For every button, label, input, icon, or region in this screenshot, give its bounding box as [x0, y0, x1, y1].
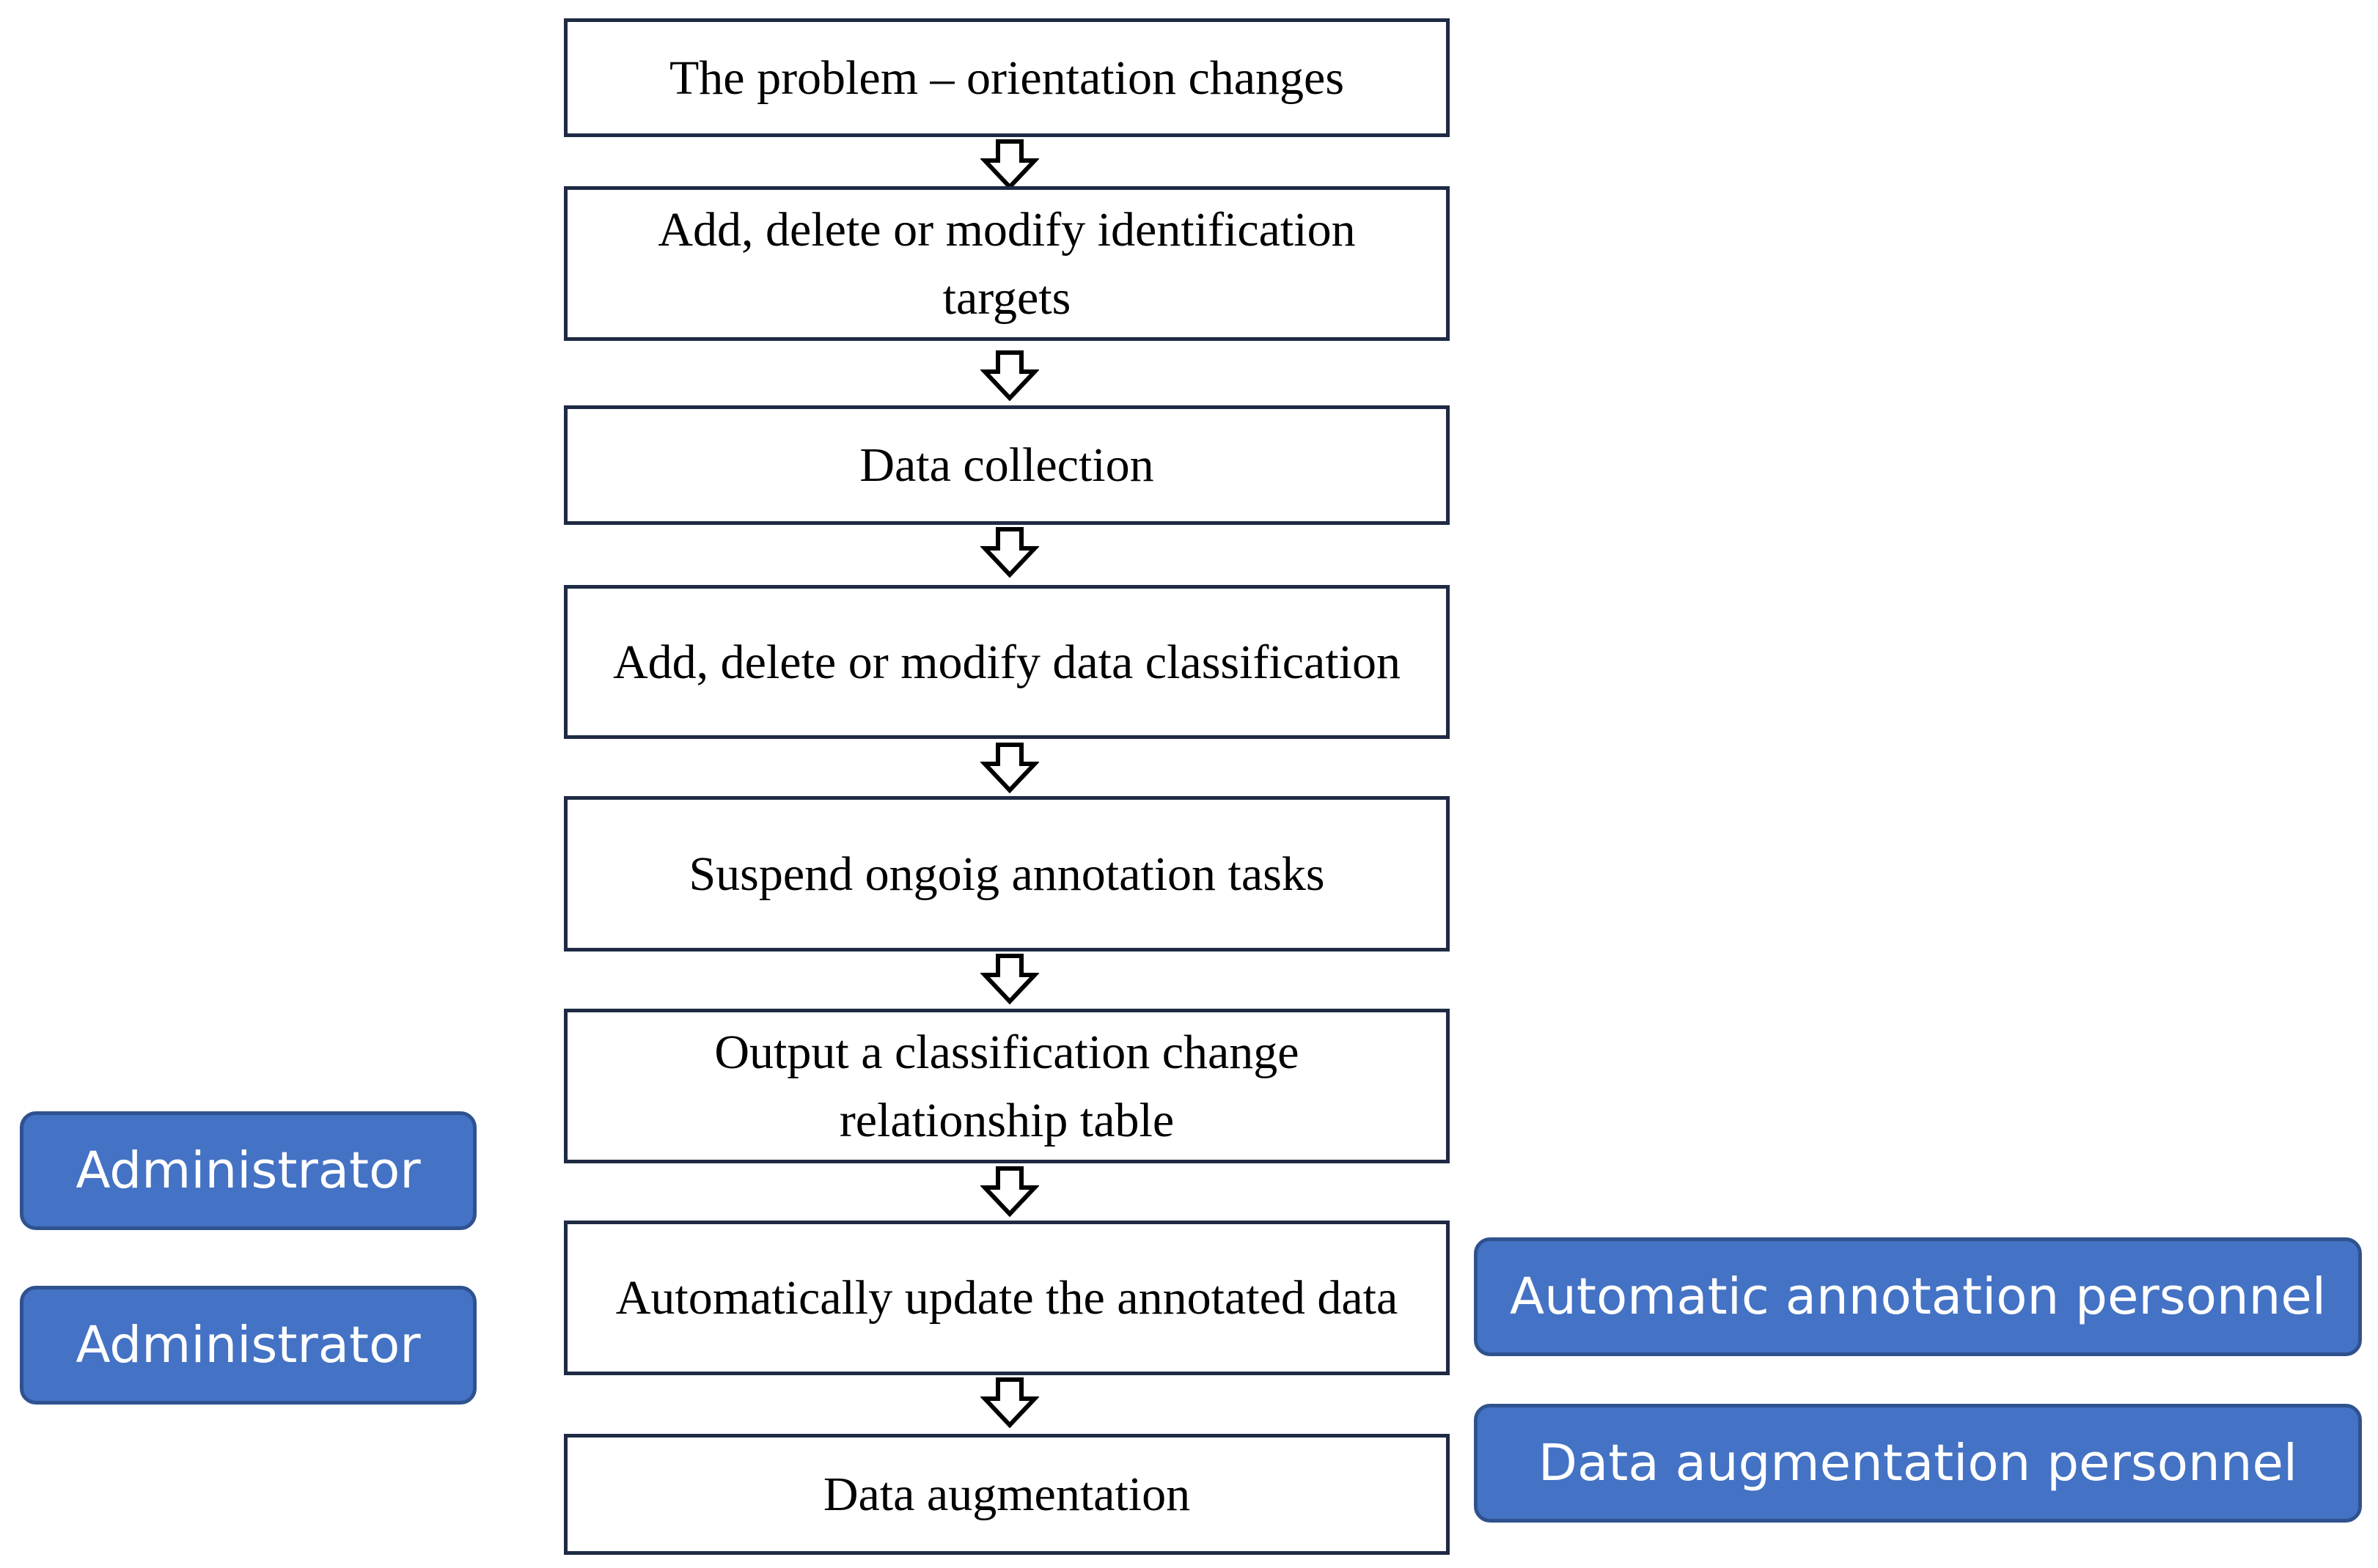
step-data-augmentation: Data augmentation [564, 1434, 1450, 1555]
step-modify-identification-targets: Add, delete or modify identification tar… [564, 186, 1450, 341]
step-suspend-annotation-tasks: Suspend ongoig annotation tasks [564, 796, 1450, 952]
role-administrator: Administrator [20, 1286, 477, 1405]
down-arrow-icon [980, 1166, 1040, 1218]
down-arrow-icon [980, 526, 1040, 578]
role-automatic-annotation-personnel: Automatic annotation personnel [1474, 1237, 2362, 1356]
step-update-annotated-data: Automatically update the annotated data [564, 1221, 1450, 1375]
role-data-augmentation-personnel: Data augmentation personnel [1474, 1404, 2362, 1523]
down-arrow-icon [980, 1377, 1040, 1429]
down-arrow-icon [980, 742, 1040, 794]
role-administrator: Administrator [20, 1111, 477, 1230]
down-arrow-icon [980, 953, 1040, 1005]
down-arrow-icon [980, 139, 1040, 191]
step-output-change-relationship-table: Output a classification change relations… [564, 1009, 1450, 1163]
step-data-collection: Data collection [564, 405, 1450, 525]
step-modify-data-classification: Add, delete or modify data classificatio… [564, 585, 1450, 739]
down-arrow-icon [980, 350, 1040, 402]
step-problem-orientation-changes: The problem – orientation changes [564, 18, 1450, 137]
